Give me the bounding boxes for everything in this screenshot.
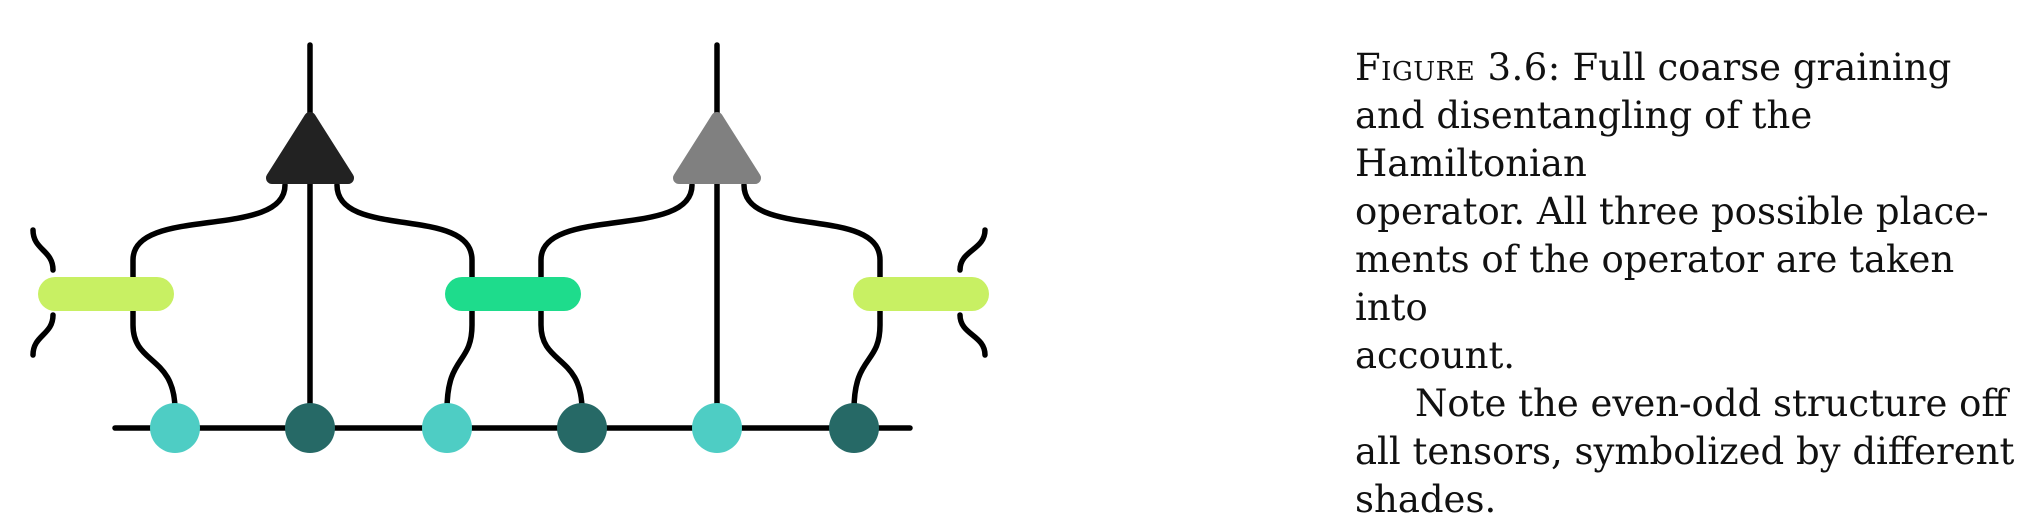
caption-text-4: ments of the operator are taken into bbox=[1355, 238, 1955, 329]
site-tensor-1-light bbox=[150, 403, 200, 453]
site-tensor-5-light bbox=[692, 403, 742, 453]
wire-iso2-right bbox=[741, 182, 883, 283]
site-tensor-3-light bbox=[422, 403, 472, 453]
disentangler-right bbox=[853, 277, 989, 311]
wire-dis2-to-site3 bbox=[444, 307, 475, 413]
wire-iso1-left bbox=[130, 182, 288, 283]
caption-text-5: account. bbox=[1355, 334, 1516, 377]
edge-right-top bbox=[957, 227, 988, 273]
note-text-2: all tensors, symbolized by different bbox=[1355, 430, 2015, 473]
edge-left-bottom bbox=[30, 312, 56, 358]
isometry-triangle-dark bbox=[266, 112, 354, 184]
site-tensor-4-dark bbox=[557, 403, 607, 453]
isometry-triangle-grey bbox=[673, 112, 761, 184]
caption-text-2: and disentangling of the Hamiltonian bbox=[1355, 94, 1813, 185]
wire-dis1-to-site1 bbox=[130, 307, 178, 413]
site-tensor-2-dark bbox=[285, 403, 335, 453]
disentangler-left bbox=[38, 277, 174, 311]
wire-dis3-to-site6 bbox=[851, 307, 883, 413]
figure-caption: Figure 3.6: Full coarse graining and dis… bbox=[1355, 44, 2015, 524]
note-text-1: Note the even-odd structure off bbox=[1415, 382, 2008, 425]
site-tensor-6-dark bbox=[829, 403, 879, 453]
caption-text-1: Full coarse graining bbox=[1572, 46, 1952, 89]
wire-iso1-right bbox=[334, 182, 475, 283]
caption-paragraph: Figure 3.6: Full coarse graining and dis… bbox=[1355, 44, 2015, 380]
wire-iso2-left bbox=[538, 182, 695, 283]
network-wires bbox=[30, 42, 988, 431]
figure-label: Figure 3.6: bbox=[1355, 46, 1561, 89]
note-text-3: shades. bbox=[1355, 478, 1497, 521]
caption-text-3: operator. All three possible place- bbox=[1355, 190, 1989, 233]
edge-right-bottom bbox=[957, 312, 988, 358]
edge-left-top bbox=[30, 227, 56, 273]
wire-dis2-to-site4 bbox=[538, 307, 585, 413]
disentangler-middle bbox=[445, 277, 581, 311]
note-paragraph: Note the even-odd structure off all tens… bbox=[1355, 380, 2015, 524]
tensor-network-diagram bbox=[30, 42, 989, 453]
